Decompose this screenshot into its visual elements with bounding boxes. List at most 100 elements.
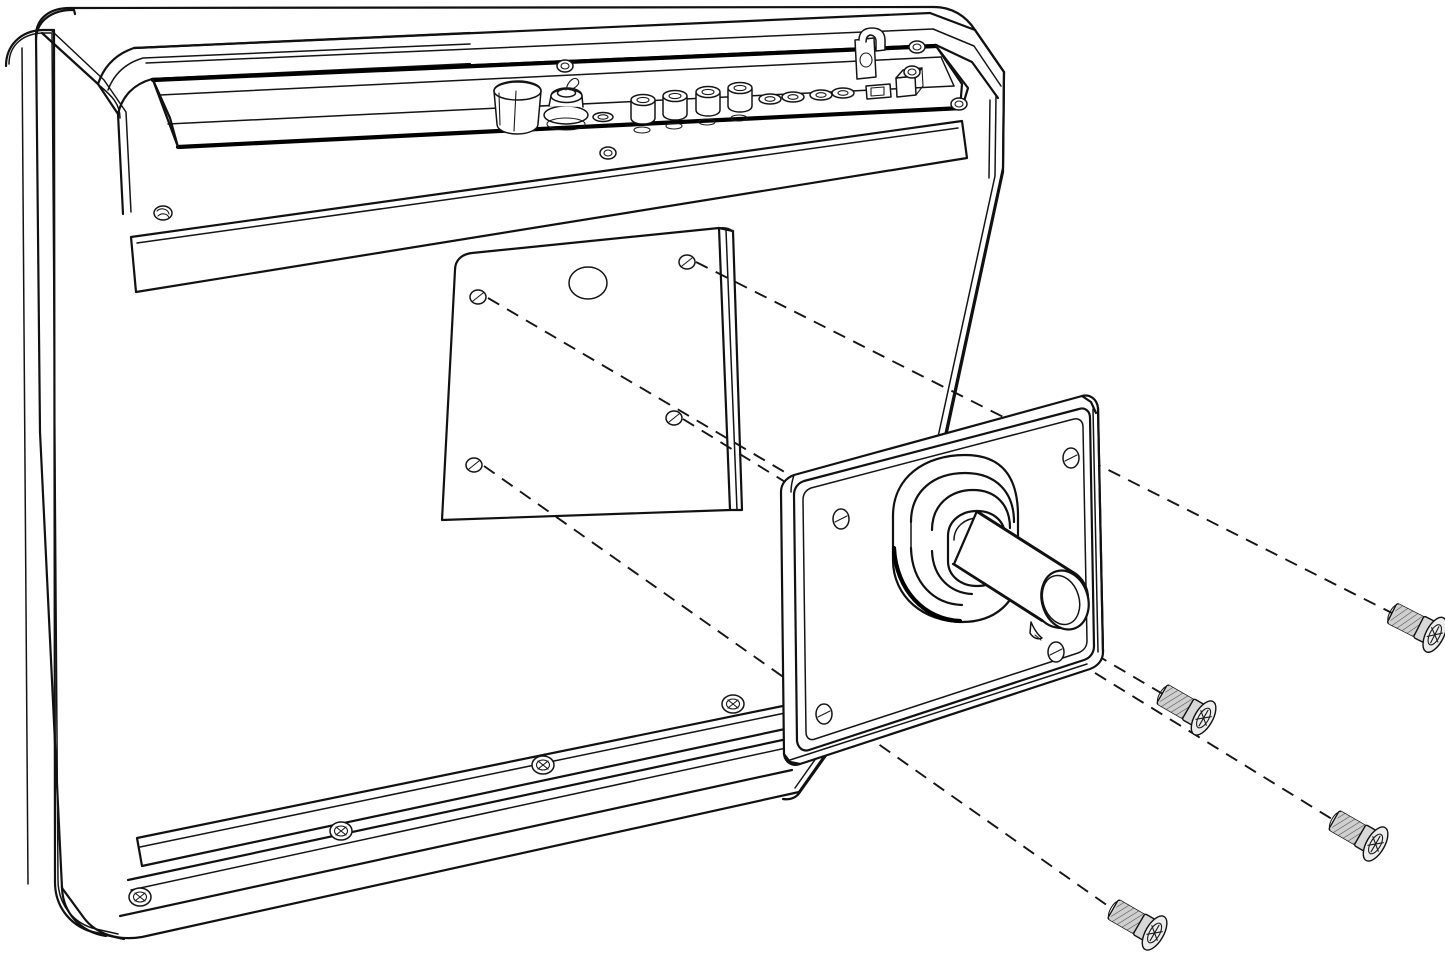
screw-bottom <box>1107 899 1168 951</box>
rect-connector-body <box>865 83 892 100</box>
bnc-post-3[interactable] <box>695 85 721 126</box>
display-right-edge-band-inner <box>935 95 997 447</box>
display-left-side-wall-inner <box>8 32 119 935</box>
upper-vent-slot <box>129 119 969 294</box>
screw-bottom-recess <box>1147 922 1163 944</box>
screw-bottom-tip <box>1107 900 1119 918</box>
bay-screw-3 <box>903 65 921 79</box>
post-retention-tab <box>1029 621 1043 640</box>
io-bay-fasteners <box>556 40 968 160</box>
round-port-flat[interactable] <box>592 111 614 123</box>
stand-bracket-inner-rim-1 <box>792 407 1096 752</box>
lower-screw-2-ring <box>333 825 349 837</box>
round-port-2-ring <box>781 91 805 103</box>
bnc-post-4-top <box>727 81 753 95</box>
power-jack[interactable] <box>543 77 589 131</box>
screw-top-right <box>1386 603 1445 653</box>
bnc-post-2-nut <box>665 122 683 130</box>
bay-screw-1 <box>556 59 574 73</box>
display-right-edge-band-inner2 <box>988 99 991 179</box>
screw-mid-right <box>1156 684 1217 736</box>
lower-screw-4-cross <box>727 699 739 709</box>
power-knob-side-crease <box>498 92 501 126</box>
bnc-post-3-top <box>695 85 721 99</box>
lower-bezel-bottom-edge <box>118 768 794 918</box>
power-jack-base-flange <box>543 105 589 125</box>
stand-bracket-left-thickness <box>782 752 802 766</box>
vesa-plate-center-opening <box>568 266 608 300</box>
vesa-hole-top-right <box>678 254 696 270</box>
rect-connector-slot <box>870 86 885 97</box>
bay-screw-4 <box>950 97 968 111</box>
screw-mid-low-recess <box>1368 833 1384 855</box>
display-screw-upper-left-slot2 <box>157 213 170 219</box>
round-port-flat-bore <box>597 114 609 120</box>
assembly-line-top-right <box>695 261 1393 614</box>
bay-screw-2 <box>908 40 926 54</box>
bnc-post-2-body <box>662 96 688 121</box>
stand-bracket-top-thickness <box>1080 394 1098 415</box>
round-port-1-ring <box>758 93 782 105</box>
bay-screw-5 <box>599 146 617 160</box>
display-bottom-left-corner <box>60 884 108 938</box>
display-top-right-chamfer-lower <box>934 43 1000 100</box>
round-port-3[interactable] <box>809 89 833 101</box>
screw-mid-right-cross <box>1195 709 1212 727</box>
bnc-post-2[interactable] <box>662 89 688 130</box>
screw-top-right-tip <box>1387 604 1397 622</box>
screw-mid-low-tip <box>1328 811 1340 829</box>
screw-top-right-cross <box>1426 626 1443 644</box>
hub-outer-cone-shadow <box>891 545 963 624</box>
hub-inner-cone <box>930 488 1012 532</box>
display-top-left-facet-edge-2 <box>107 43 471 91</box>
lower-channel-outer-edge <box>126 733 808 882</box>
rect-connector[interactable] <box>865 83 892 100</box>
cable-clip[interactable] <box>854 27 886 80</box>
upper-vent-slot-recess <box>129 119 969 294</box>
bnc-post-2-bore <box>668 92 682 100</box>
vesa-hole-bottom-right <box>665 410 683 426</box>
bnc-post-1-top <box>630 93 656 107</box>
bnc-post-3-bore <box>701 88 715 96</box>
lower-channel-outer-edge-2 <box>130 744 801 891</box>
screw-mid-low-cross <box>1367 835 1384 853</box>
round-port-1[interactable] <box>758 93 782 105</box>
lower-screw-1-ring <box>132 891 148 903</box>
bay-screw-2-recess <box>912 43 922 51</box>
bay-screw-5-head <box>599 146 617 160</box>
stand-bracket-right-thickness-a <box>1096 406 1105 654</box>
lower-screw-4 <box>721 694 745 714</box>
bay-screw-2-head <box>908 40 926 54</box>
display-screw-upper-left <box>153 205 173 221</box>
screw-mid-right-tip <box>1156 685 1168 703</box>
screw-mid-low <box>1328 810 1389 862</box>
bracket-hole-bottom-right-axis <box>1049 648 1063 656</box>
power-knob[interactable] <box>493 80 542 135</box>
round-port-4[interactable] <box>831 87 855 99</box>
bnc-post-1-bore <box>636 96 650 104</box>
lower-screw-3-cross <box>537 760 549 770</box>
stand-bracket-inner-rim-2 <box>802 418 1088 741</box>
bnc-post-4[interactable] <box>727 81 753 122</box>
display-top-face-back-edge <box>132 11 932 50</box>
vesa-hole-top-left-axis <box>472 292 484 302</box>
hub-mid-cone <box>909 471 1016 524</box>
bay-screw-5-recess <box>603 149 613 157</box>
pivot-post-top-line <box>975 510 1075 575</box>
io-bay-left-wall <box>151 78 180 149</box>
pivot-post-end-cap <box>1040 569 1090 631</box>
display-corner-fillet-left <box>99 85 121 119</box>
round-port-2[interactable] <box>781 91 805 103</box>
display-left-side-wall-outer <box>4 28 126 941</box>
bnc-post-1-body <box>630 100 656 125</box>
lower-channel-inner-1 <box>139 706 815 848</box>
io-bay-back-wall-line <box>159 56 942 96</box>
power-jack-wire-loop <box>565 77 580 91</box>
bracket-hole-bottom-left-axis <box>817 710 831 718</box>
assembly-line-bottom-left <box>483 465 1119 914</box>
bnc-post-1[interactable] <box>630 93 656 134</box>
cable-clip-hook <box>858 27 886 52</box>
screw-bottom-cross <box>1146 924 1163 942</box>
stand-bracket <box>779 394 1105 766</box>
